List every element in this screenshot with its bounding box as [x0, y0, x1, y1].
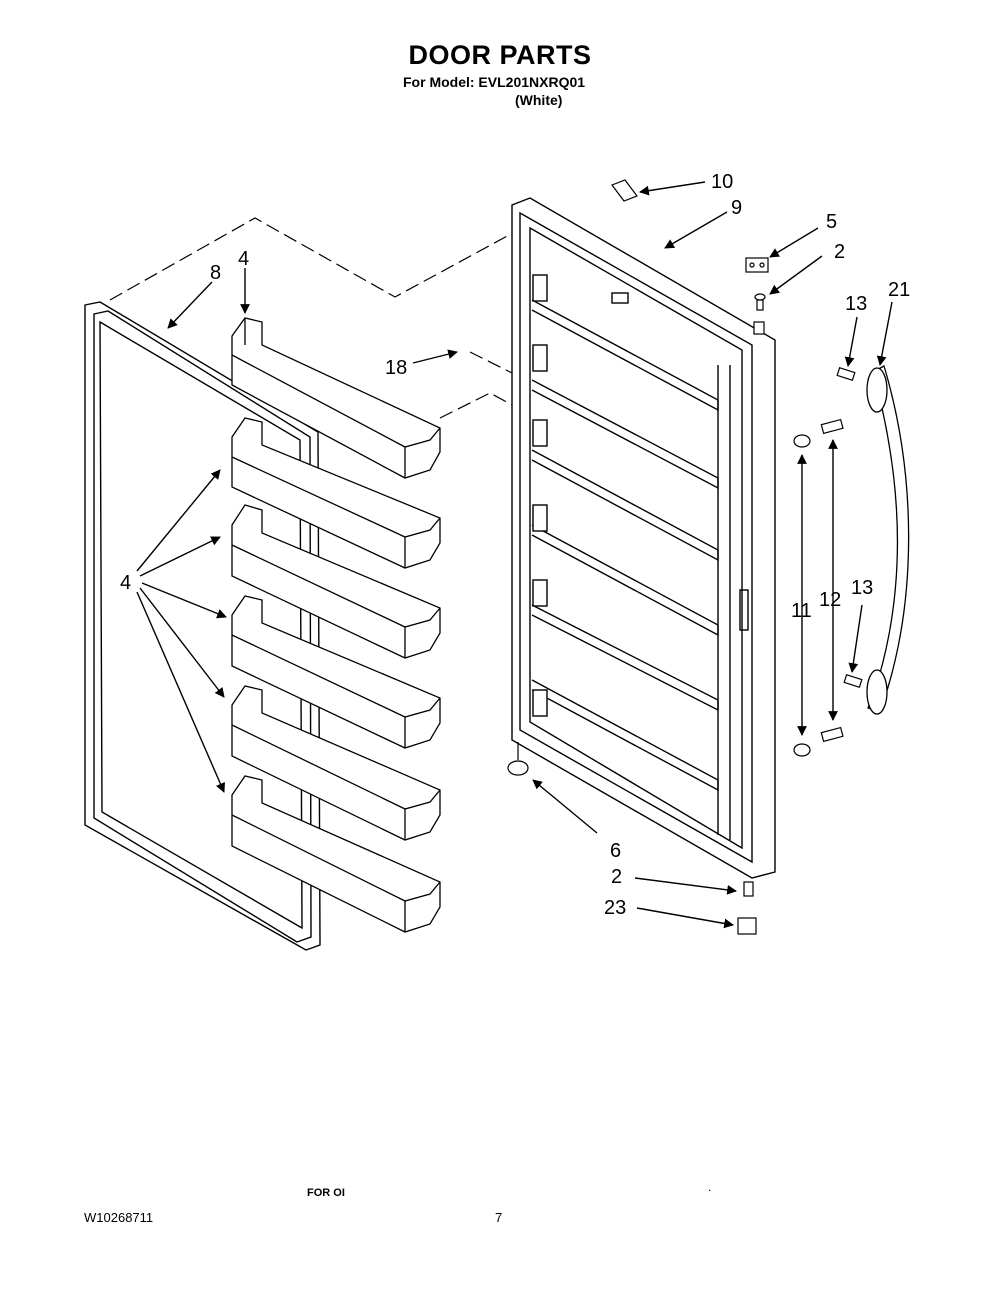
callout-6: 6 — [610, 840, 621, 862]
callout-12: 12 — [819, 589, 841, 611]
callout-21: 21 — [888, 279, 910, 301]
callout-9: 9 — [731, 197, 742, 219]
model-line: For Model: EVL201NXRQ01 — [403, 74, 586, 90]
bin-clips — [532, 274, 548, 717]
footer-mid-text: FOR OI — [307, 1187, 345, 1199]
bottom-hinge-parts — [507, 742, 757, 935]
callout-2-bottom: 2 — [611, 866, 622, 888]
door-bin-3 — [231, 504, 441, 659]
callout-2-top: 2 — [834, 241, 845, 263]
callout-18: 18 — [385, 357, 407, 379]
page-title: DOOR PARTS — [408, 40, 592, 70]
door-bin-4 — [231, 595, 441, 749]
callout-23: 23 — [604, 897, 626, 919]
door-handle — [866, 365, 910, 715]
door-bin-1 — [231, 317, 441, 479]
footer-dot: . — [708, 1180, 712, 1194]
color-line: (White) — [515, 92, 563, 108]
callout-labels: 10 9 5 2 13 21 8 4 18 4 11 12 13 6 2 23 — [120, 171, 910, 919]
freezer-door — [511, 197, 776, 879]
door-bins — [231, 317, 441, 933]
callout-11: 11 — [791, 600, 812, 622]
callout-10: 10 — [711, 171, 733, 193]
page-number: 7 — [495, 1210, 503, 1225]
callout-4-left: 4 — [120, 572, 131, 594]
top-hinge-parts — [745, 257, 769, 335]
callout-4-top: 4 — [238, 248, 249, 270]
callout-13-bottom: 13 — [851, 577, 873, 599]
document-number: W10268711 — [84, 1210, 154, 1225]
door-bin-5 — [231, 685, 441, 841]
callout-8: 8 — [210, 262, 221, 284]
leader-arrows — [136, 181, 893, 929]
callout-5: 5 — [826, 211, 837, 233]
callout-13-top: 13 — [845, 293, 867, 315]
door-bin-2 — [231, 417, 441, 569]
handle-screws — [793, 366, 863, 757]
door-shelf-rails — [531, 299, 719, 792]
door-bin-6 — [231, 775, 441, 933]
door-label — [611, 179, 638, 202]
